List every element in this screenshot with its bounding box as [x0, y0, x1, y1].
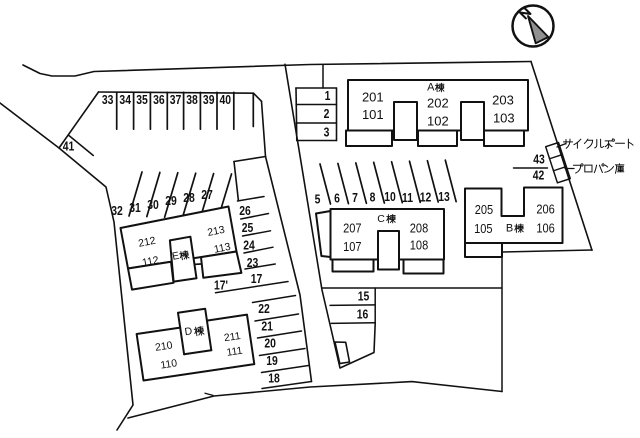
svg-text:17': 17'	[214, 278, 228, 292]
svg-text:212: 212	[137, 235, 157, 250]
svg-text:35: 35	[136, 93, 148, 107]
svg-text:28: 28	[183, 191, 195, 205]
svg-text:108: 108	[410, 238, 429, 253]
svg-text:C: C	[377, 213, 385, 225]
svg-text:A: A	[427, 82, 435, 94]
svg-text:30: 30	[147, 198, 159, 212]
svg-text:33: 33	[102, 93, 114, 107]
svg-text:40: 40	[220, 93, 232, 107]
svg-text:111: 111	[226, 345, 244, 359]
svg-text:26: 26	[239, 204, 251, 218]
svg-text:202: 202	[427, 95, 449, 110]
svg-text:102: 102	[427, 113, 449, 128]
svg-text:203: 203	[492, 93, 514, 108]
svg-text:8: 8	[370, 190, 376, 204]
svg-text:B: B	[506, 222, 513, 234]
svg-text:1: 1	[325, 89, 331, 103]
svg-text:211: 211	[223, 330, 241, 344]
svg-text:205: 205	[475, 202, 494, 217]
svg-text:36: 36	[153, 93, 165, 107]
svg-text:27: 27	[201, 188, 213, 202]
svg-text:25: 25	[242, 221, 254, 235]
svg-text:208: 208	[410, 221, 429, 236]
svg-text:3: 3	[324, 125, 330, 139]
svg-text:5: 5	[315, 192, 321, 206]
svg-text:101: 101	[362, 107, 384, 122]
svg-text:113: 113	[213, 241, 232, 256]
svg-text:34: 34	[119, 93, 131, 107]
svg-text:206: 206	[536, 202, 555, 217]
svg-text:17: 17	[251, 272, 263, 286]
svg-text:22: 22	[258, 302, 270, 316]
svg-text:6: 6	[334, 191, 340, 205]
svg-text:29: 29	[165, 194, 177, 208]
svg-text:31: 31	[129, 201, 141, 215]
svg-text:12: 12	[420, 190, 432, 204]
svg-text:41: 41	[63, 139, 75, 153]
svg-text:213: 213	[206, 224, 226, 239]
svg-text:7: 7	[352, 191, 358, 205]
svg-text:112: 112	[141, 254, 160, 269]
svg-text:106: 106	[536, 220, 555, 235]
svg-text:15: 15	[358, 289, 370, 303]
svg-text:39: 39	[203, 93, 215, 107]
svg-text:21: 21	[261, 320, 273, 334]
svg-text:201: 201	[362, 90, 384, 105]
svg-text:10: 10	[384, 190, 396, 204]
svg-text:19: 19	[266, 354, 278, 368]
svg-text:43: 43	[533, 152, 545, 166]
svg-text:37: 37	[170, 93, 182, 107]
svg-text:23: 23	[247, 256, 259, 270]
svg-text:2: 2	[324, 107, 330, 121]
svg-text:18: 18	[268, 371, 280, 385]
svg-text:110: 110	[160, 357, 178, 371]
svg-text:105: 105	[474, 221, 493, 236]
svg-text:D: D	[184, 325, 194, 338]
svg-text:210: 210	[154, 339, 173, 353]
svg-text:20: 20	[264, 336, 276, 350]
svg-text:38: 38	[186, 93, 198, 107]
svg-text:11: 11	[402, 191, 413, 205]
svg-text:207: 207	[343, 221, 362, 236]
svg-text:42: 42	[533, 168, 545, 182]
svg-text:13: 13	[438, 190, 450, 204]
svg-text:32: 32	[111, 204, 123, 218]
svg-text:E: E	[171, 250, 180, 263]
svg-text:107: 107	[343, 239, 362, 254]
svg-text:16: 16	[357, 307, 369, 321]
svg-text:103: 103	[493, 111, 515, 126]
svg-text:24: 24	[243, 239, 255, 253]
